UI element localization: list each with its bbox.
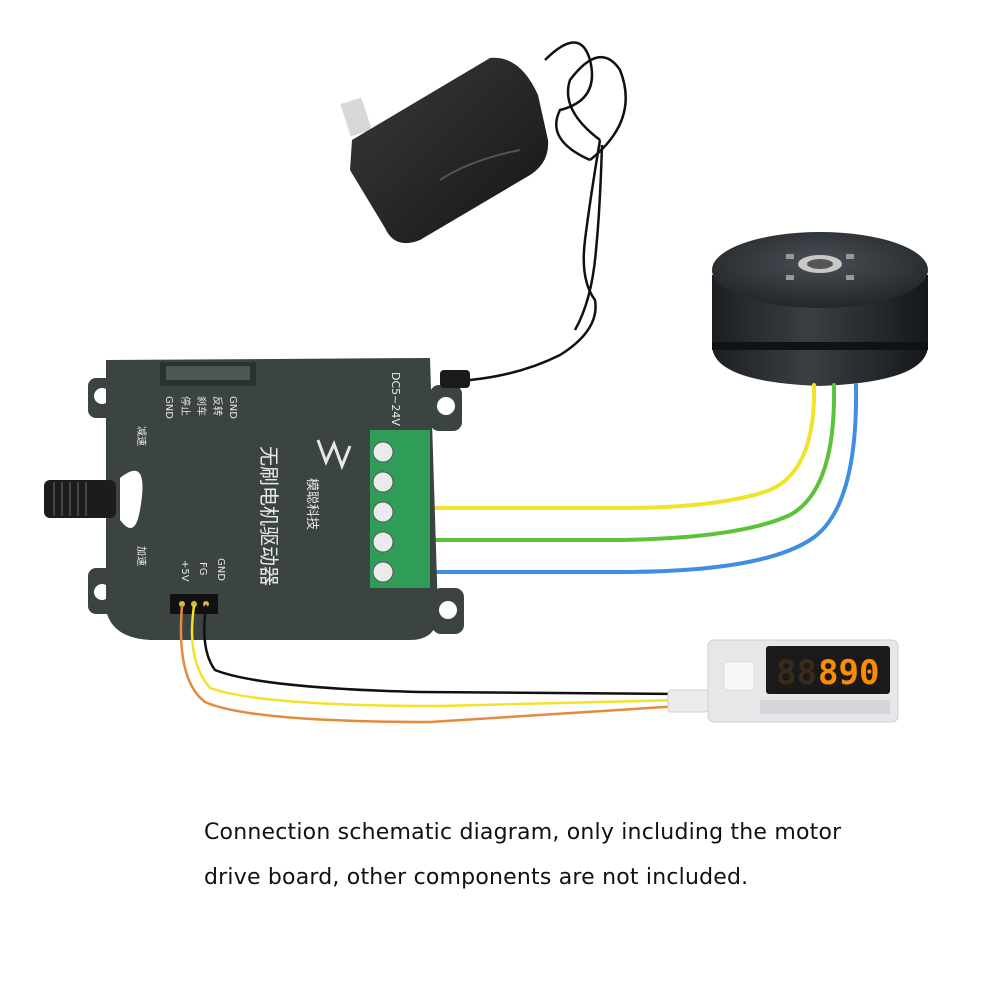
phase-wire-green xyxy=(390,383,837,542)
led-reading: 890 xyxy=(818,653,879,693)
caption-line-1: Connection schematic diagram, only inclu… xyxy=(204,820,842,845)
terminal-screws xyxy=(372,441,394,583)
display-connector xyxy=(667,689,709,713)
label-top-1: GND xyxy=(227,396,238,419)
label-bottom-fg: FG xyxy=(197,562,208,576)
motor-driver-board: 无刷电机驱动器 模聪科技 DC5~24V GND 反转 刹车 停止 GND 减速… xyxy=(44,358,470,640)
label-bottom-gnd: GND xyxy=(215,558,226,581)
adapter-prong xyxy=(340,97,372,137)
label-fast: 加速 xyxy=(135,546,147,566)
phase-wire-blue xyxy=(390,383,859,574)
label-top-2: 反转 xyxy=(211,396,224,416)
label-top-4: 停止 xyxy=(179,396,192,416)
phase-wire-yellow xyxy=(390,383,817,510)
driver-housing xyxy=(106,358,438,640)
svg-text:88: 88 xyxy=(776,653,817,693)
driver-brand: 模聪科技 xyxy=(304,478,319,530)
brushless-motor xyxy=(712,232,928,386)
power-jack xyxy=(440,370,470,388)
label-slow: 减速 xyxy=(135,426,147,446)
tachometer-display: 88 890 xyxy=(667,639,899,723)
caption-line-2: drive board, other components are not in… xyxy=(204,865,749,890)
adapter-body xyxy=(350,57,549,244)
power-label: DC5~24V xyxy=(389,372,402,426)
knob-slot xyxy=(120,470,143,528)
power-adapter xyxy=(340,57,549,244)
signal-wire-orange xyxy=(179,604,682,724)
label-top-3: 刹车 xyxy=(195,396,208,416)
label-top-5: GND xyxy=(163,396,174,419)
brand-logo-icon xyxy=(316,439,352,471)
driver-title: 无刷电机驱动器 xyxy=(257,446,281,586)
led-panel xyxy=(766,646,890,694)
signal-wire-yellow xyxy=(190,604,682,708)
motor-seam xyxy=(712,342,928,350)
signal-wire-black xyxy=(203,604,682,696)
label-bottom-5v: +5V xyxy=(179,560,190,582)
